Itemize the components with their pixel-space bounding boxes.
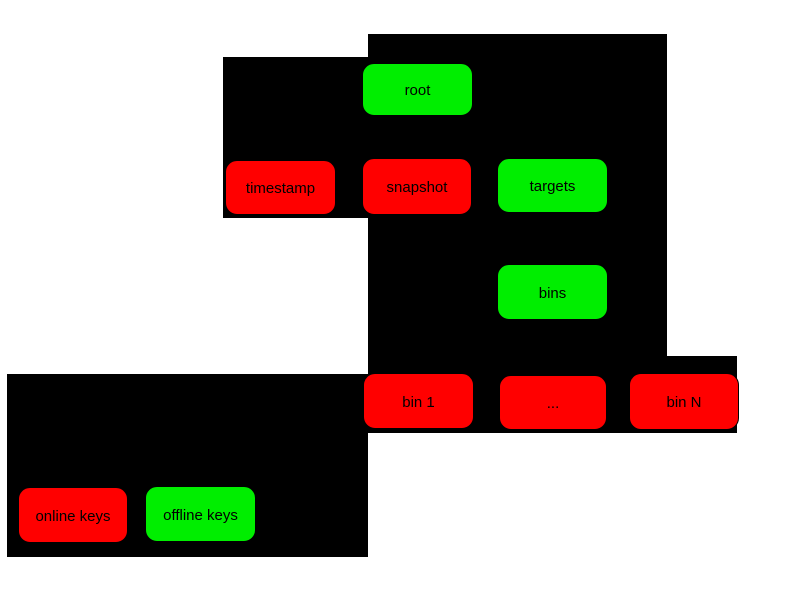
node-targets: targets (497, 158, 608, 213)
node-bin-ellipsis: ... (499, 375, 607, 430)
node-root: root (362, 63, 473, 116)
node-snapshot: snapshot (362, 158, 472, 215)
node-bins-label: bins (538, 284, 567, 302)
node-bins: bins (497, 264, 608, 320)
node-bin-n-label: bin N (666, 394, 702, 411)
node-online-keys: online keys (18, 487, 128, 543)
node-offline-keys-label: offline keys (163, 506, 238, 524)
node-online-keys-label: online keys (35, 507, 111, 525)
node-offline-keys: offline keys (145, 486, 256, 542)
node-bin-n: bin N (629, 373, 739, 430)
node-bin-1-label: bin 1 (402, 393, 435, 411)
node-root-label: root (404, 82, 431, 99)
node-timestamp-label: timestamp (245, 180, 316, 197)
node-targets-label: targets (529, 178, 576, 195)
node-snapshot-label: snapshot (386, 179, 448, 196)
node-bin-ellipsis-label: ... (546, 395, 560, 412)
node-timestamp: timestamp (225, 160, 336, 215)
node-bin-1: bin 1 (363, 373, 474, 429)
